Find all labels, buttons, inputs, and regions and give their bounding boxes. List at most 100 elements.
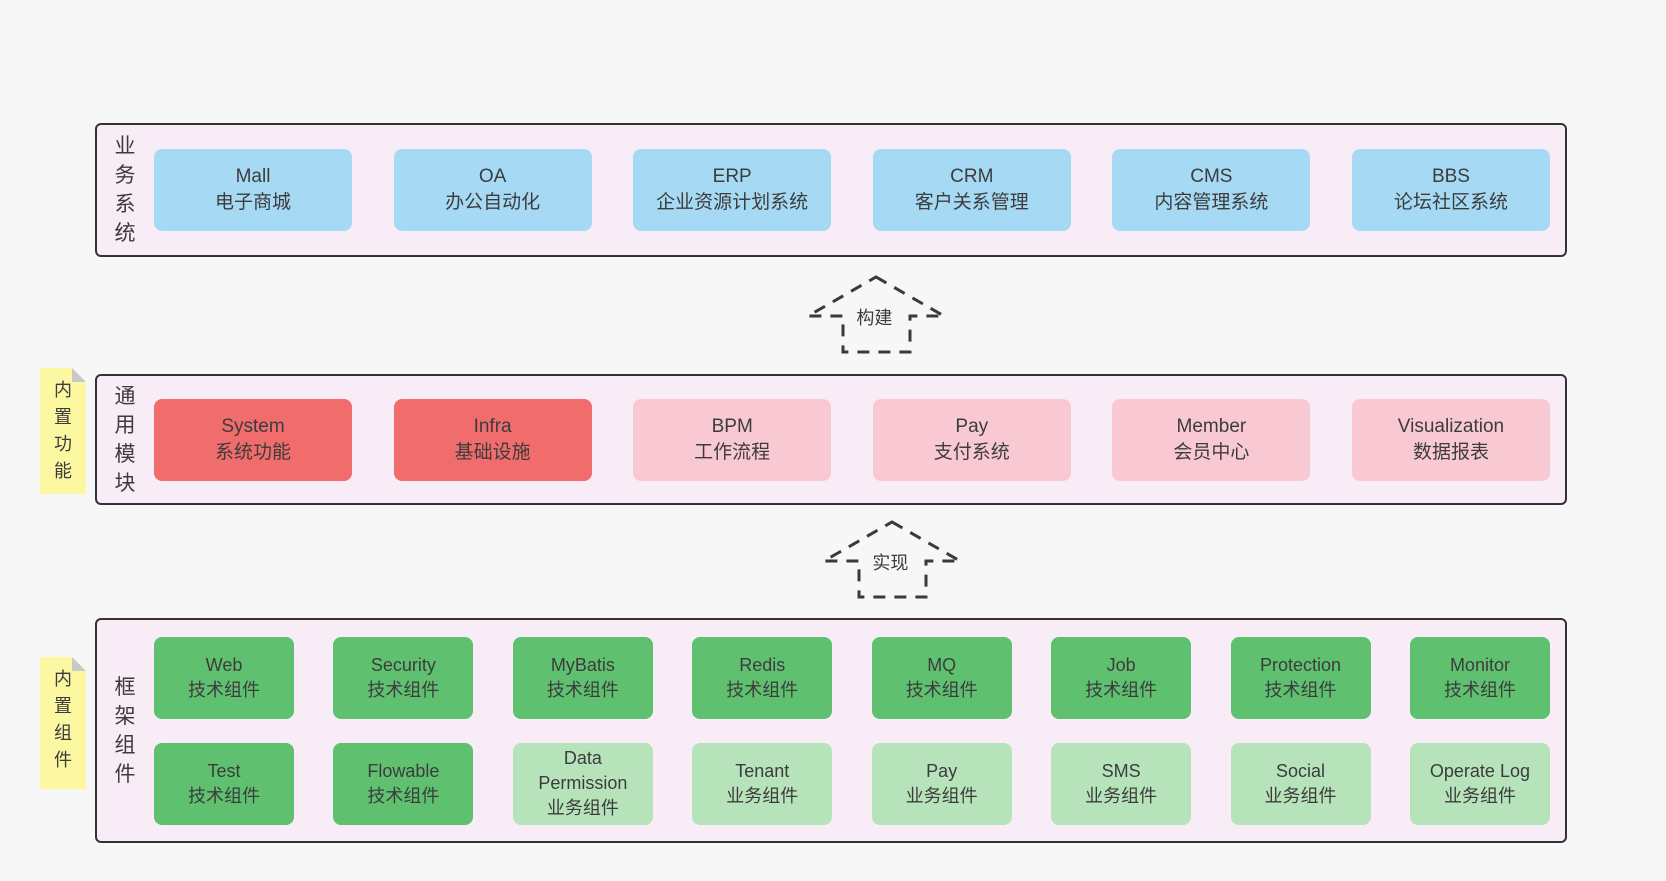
box-desc: 会员中心: [1173, 441, 1250, 463]
box-job: Job 技术组件: [1051, 636, 1192, 719]
box-desc: 业务组件: [1264, 785, 1337, 806]
box-name: MQ: [927, 654, 957, 675]
up-arrow-icon: [806, 275, 946, 354]
box-desc: 支付系统: [933, 441, 1010, 463]
box-desc: 业务组件: [546, 798, 619, 818]
box-name: BBS: [1431, 166, 1470, 187]
sticky-note-builtin-components: 内置组件: [40, 657, 86, 789]
box-desc: 技术组件: [367, 785, 440, 806]
box-crm: CRM 客户关系管理: [872, 149, 1071, 231]
box-desc: 业务组件: [726, 785, 799, 806]
box-name: Infra: [473, 415, 512, 437]
box-desc: 技术组件: [188, 679, 260, 700]
sticky-note-label: 内置功能: [54, 380, 72, 481]
box-desc: 技术组件: [1264, 679, 1337, 700]
box-desc: 技术组件: [367, 679, 440, 700]
box-name: CRM: [950, 166, 994, 187]
box-pay-module: Pay 支付系统: [872, 398, 1071, 481]
box-desc: 业务组件: [1443, 785, 1516, 806]
box-desc: 客户关系管理: [914, 192, 1029, 213]
box-tenant: Tenant 业务组件: [692, 742, 833, 825]
box-name: Job: [1106, 654, 1136, 675]
box-cms: CMS 内容管理系统: [1112, 149, 1311, 231]
sticky-note-builtin-features: 内置功能: [40, 368, 86, 494]
box-name: CMS: [1190, 166, 1233, 187]
box-name: Test: [207, 760, 241, 781]
arrow-build-label: 构建: [853, 303, 896, 331]
box-flowable: Flowable 技术组件: [333, 742, 474, 825]
box-desc: 论坛社区系统: [1393, 192, 1508, 213]
box-operate-log: Operate Log 业务组件: [1409, 742, 1550, 825]
section-common-modules: 通用模块 System 系统功能 Infra 基础设施 BPM 工作流程 Pay…: [95, 374, 1567, 505]
box-desc: 业务组件: [1085, 785, 1158, 806]
box-name: Pay: [955, 415, 989, 437]
sticky-note-label: 内置组件: [54, 669, 72, 770]
arrow-implement: 实现: [822, 520, 962, 600]
box-name: Tenant: [735, 760, 790, 781]
box-mall: Mall 电子商城: [154, 149, 352, 231]
box-name: SMS: [1101, 760, 1141, 781]
box-desc: 技术组件: [1443, 679, 1516, 700]
box-desc: 系统功能: [214, 441, 291, 463]
box-desc: 技术组件: [726, 679, 799, 700]
section-label-common-modules: 通用模块: [114, 384, 136, 495]
box-desc: 办公自动化: [445, 192, 541, 213]
box-visualization: Visualization 数据报表: [1351, 398, 1550, 481]
box-erp: ERP 企业资源计划系统: [633, 149, 832, 231]
section-business-systems: 业务系统 Mall 电子商城 OA 办公自动化 ERP 企业资源计划系统 CRM…: [95, 123, 1567, 257]
box-bbs: BBS 论坛社区系统: [1351, 149, 1550, 231]
box-sms: SMS 业务组件: [1051, 742, 1192, 825]
section-framework-components: 框架组件 Web 技术组件 Security 技术组件 MyBatis 技术组件…: [95, 618, 1567, 843]
box-desc: 工作流程: [694, 441, 771, 463]
box-name: Operate Log: [1429, 760, 1530, 781]
section-label-framework-components: 框架组件: [114, 675, 136, 786]
box-oa: OA 办公自动化: [393, 149, 592, 231]
arrow-build: 构建: [806, 275, 946, 355]
box-protection: Protection 技术组件: [1230, 636, 1371, 719]
box-web: Web 技术组件: [154, 636, 294, 719]
arrow-implement-label: 实现: [869, 548, 912, 576]
box-desc: 企业资源计划系统: [656, 192, 809, 213]
box-monitor: Monitor 技术组件: [1409, 636, 1550, 719]
box-name: Mall: [235, 166, 271, 187]
box-name: BPM: [711, 415, 753, 437]
box-name: Protection: [1260, 654, 1342, 675]
up-arrow-icon: [822, 520, 962, 599]
box-redis: Redis 技术组件: [692, 636, 833, 719]
box-desc: 业务组件: [905, 785, 978, 806]
box-data-permission: Data Permission 业务组件: [512, 742, 653, 825]
box-desc: 技术组件: [905, 679, 978, 700]
box-name: Web: [205, 654, 243, 675]
box-desc: 技术组件: [546, 679, 619, 700]
box-name: Flowable: [367, 760, 440, 781]
box-desc: 技术组件: [1085, 679, 1158, 700]
box-desc: 电子商城: [214, 192, 291, 213]
box-name: Data Permission: [538, 748, 628, 793]
box-infra: Infra 基础设施: [393, 398, 592, 481]
box-name: Redis: [739, 654, 786, 675]
box-desc: 基础设施: [454, 441, 531, 463]
box-name: Social: [1276, 760, 1326, 781]
box-name: ERP: [712, 166, 752, 187]
box-name: OA: [478, 166, 507, 187]
box-desc: 数据报表: [1412, 441, 1489, 463]
box-system: System 系统功能: [154, 398, 352, 481]
box-mq: MQ 技术组件: [871, 636, 1012, 719]
box-security: Security 技术组件: [333, 636, 474, 719]
box-pay-component: Pay 业务组件: [871, 742, 1012, 825]
box-test: Test 技术组件: [154, 742, 294, 825]
box-name: System: [221, 415, 285, 437]
box-bpm: BPM 工作流程: [633, 398, 832, 481]
section-label-business-systems: 业务系统: [114, 135, 136, 245]
box-name: Monitor: [1449, 654, 1510, 675]
box-social: Social 业务组件: [1230, 742, 1371, 825]
box-name: Visualization: [1397, 415, 1505, 437]
box-desc: 技术组件: [188, 785, 260, 806]
box-desc: 内容管理系统: [1154, 192, 1269, 213]
box-mybatis: MyBatis 技术组件: [512, 636, 653, 719]
box-name: Member: [1176, 415, 1247, 437]
box-name: MyBatis: [550, 654, 615, 675]
box-name: Security: [370, 654, 436, 675]
box-member: Member 会员中心: [1112, 398, 1311, 481]
